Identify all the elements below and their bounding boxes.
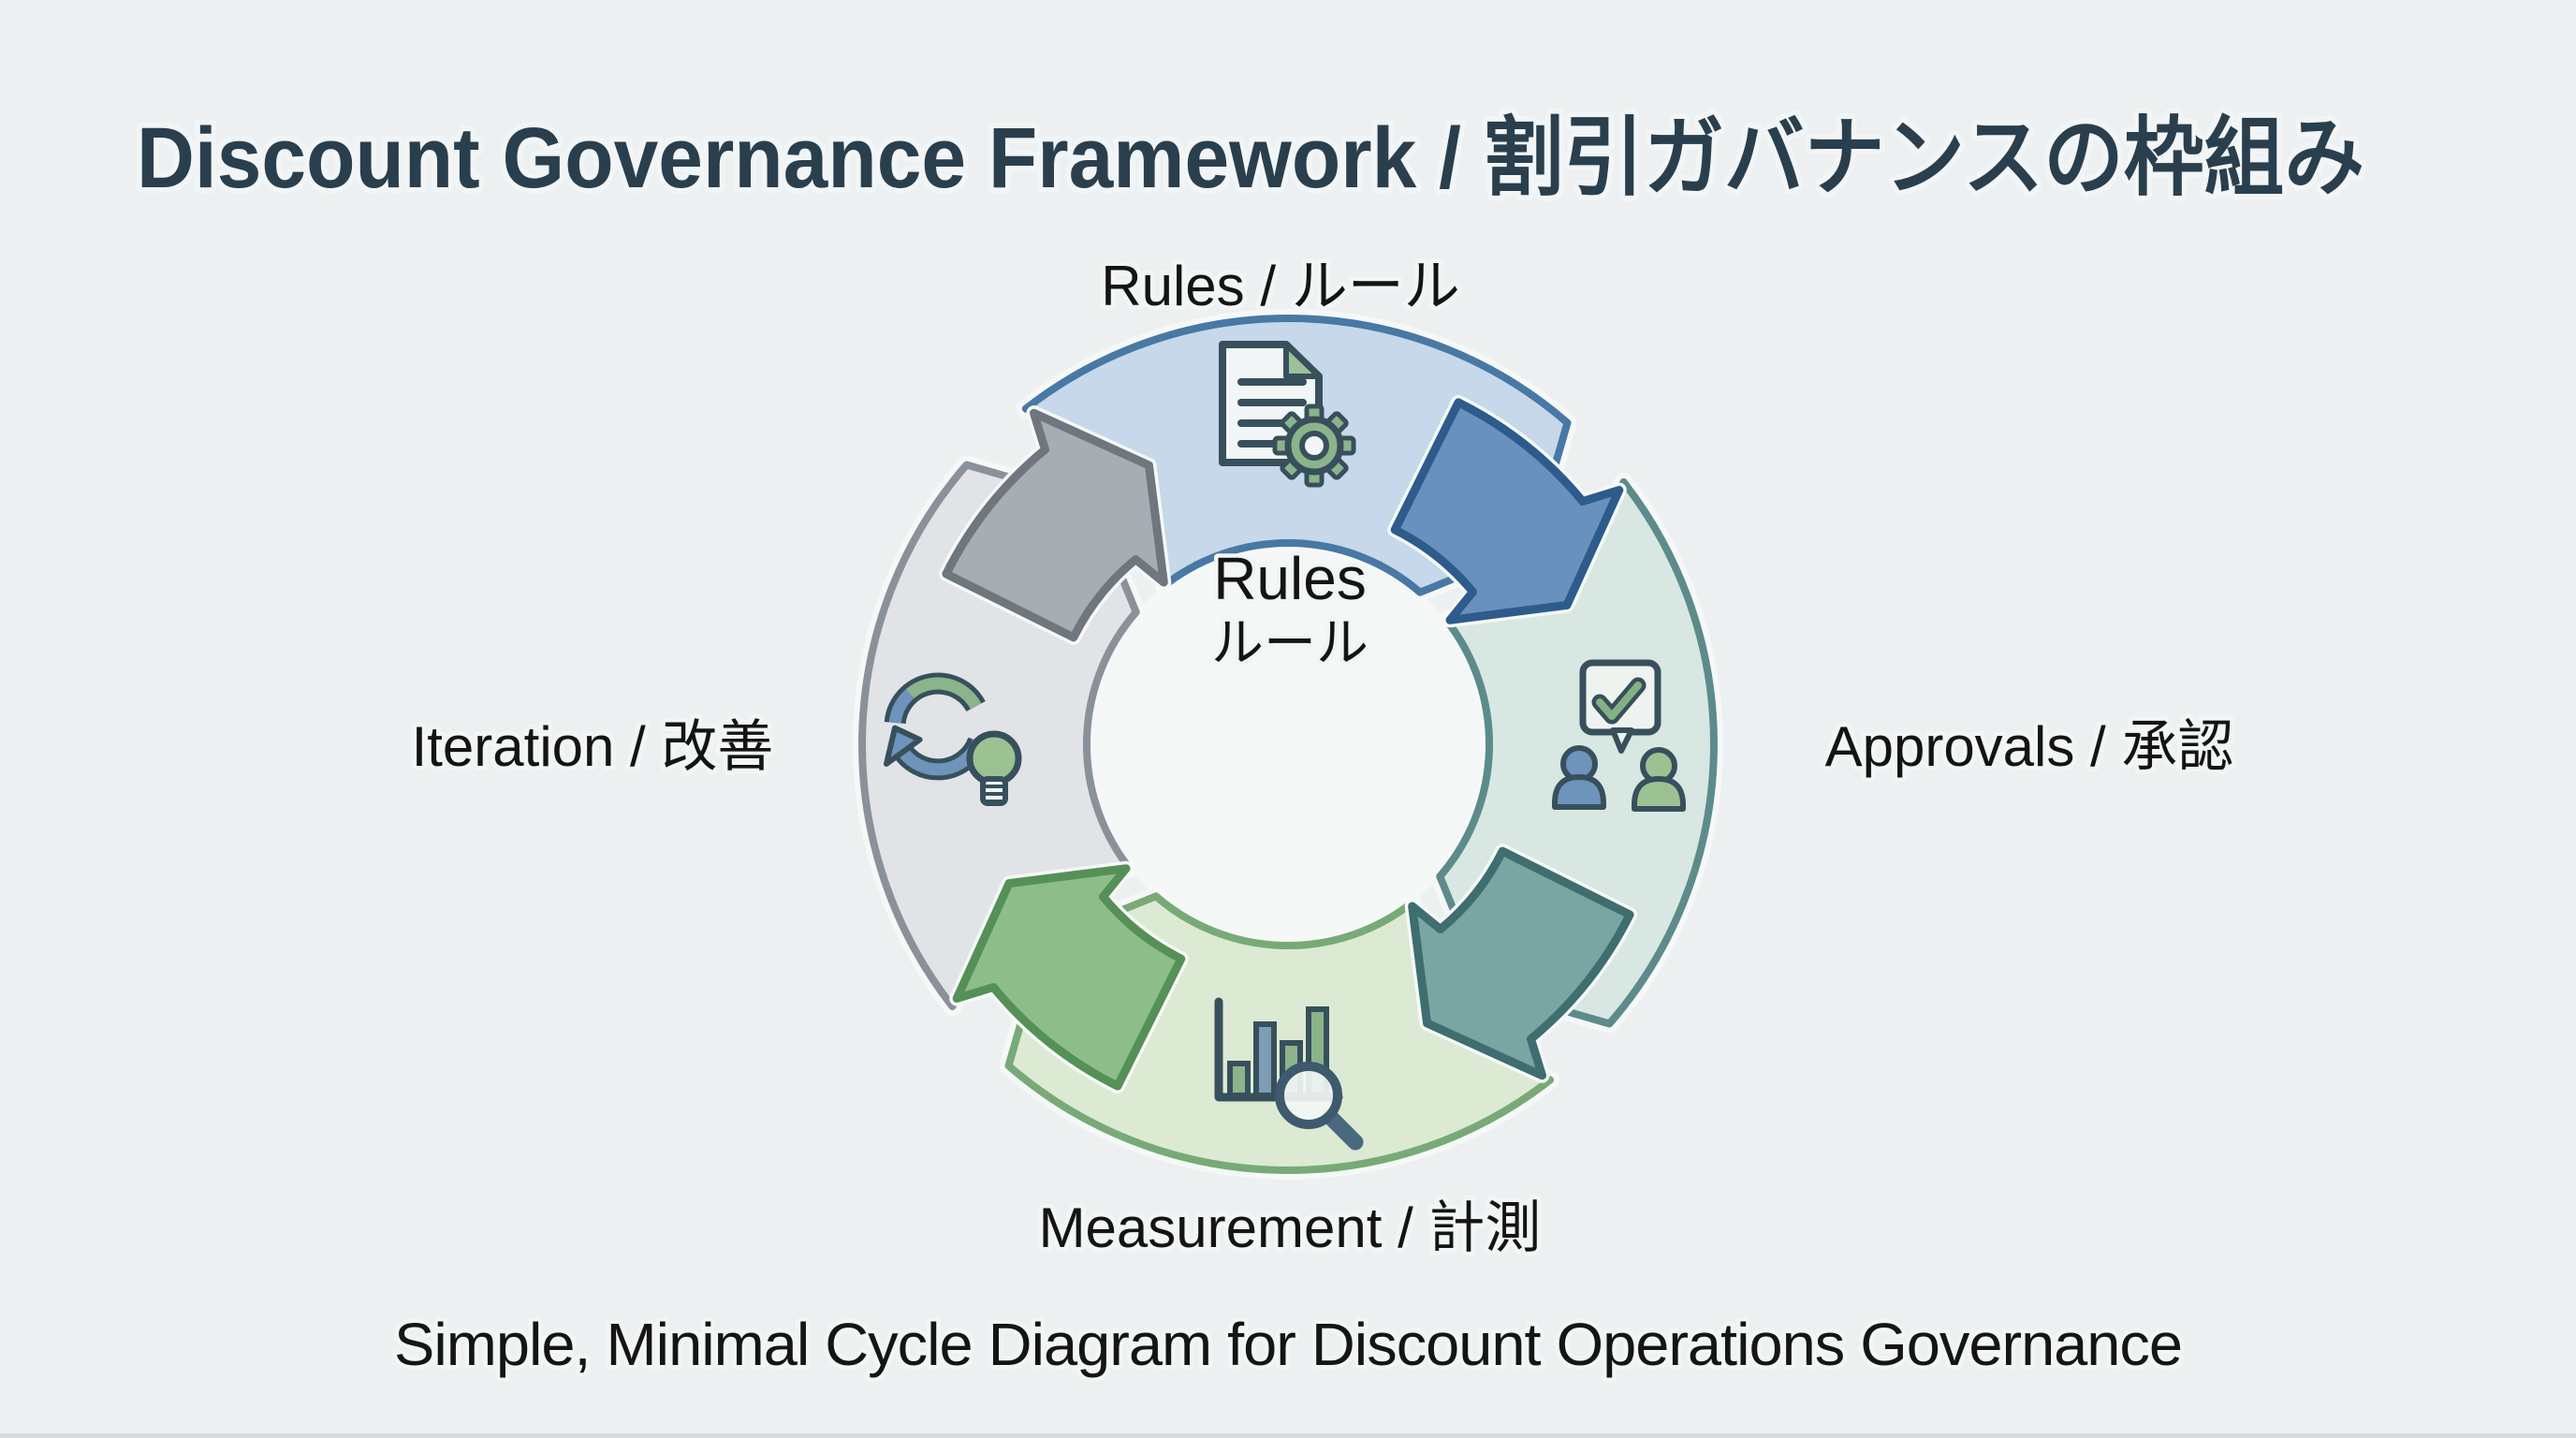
document-gear-icon [1219,341,1356,488]
inner-disc [1087,543,1489,946]
label-rules: Rules / ルール [1101,255,1459,317]
page-title: Discount Governance Framework / 割引ガバナンスの… [137,110,2364,206]
arrow-after-rules [1390,398,1624,624]
arrow-after-measurement [952,864,1186,1091]
center-label-line2: ルール [1211,613,1368,672]
label-approvals: Approvals / 承認 [1825,715,2234,778]
label-measurement: Measurement / 計測 [1039,1196,1542,1259]
cycle-ring [853,309,1723,1180]
refresh-bulb-icon [884,672,1022,806]
chart-magnifier-icon [1214,997,1364,1151]
bottom-edge-line [0,1433,2576,1438]
caption: Simple, Minimal Cycle Diagram for Discou… [394,1311,2182,1378]
label-iteration: Iteration / 改善 [412,715,774,778]
arrow-after-iteration [942,408,1168,642]
arrow-after-approvals [1408,846,1634,1080]
center-label-line1: Rules [1213,545,1367,612]
approval-people-icon [1552,659,1686,812]
